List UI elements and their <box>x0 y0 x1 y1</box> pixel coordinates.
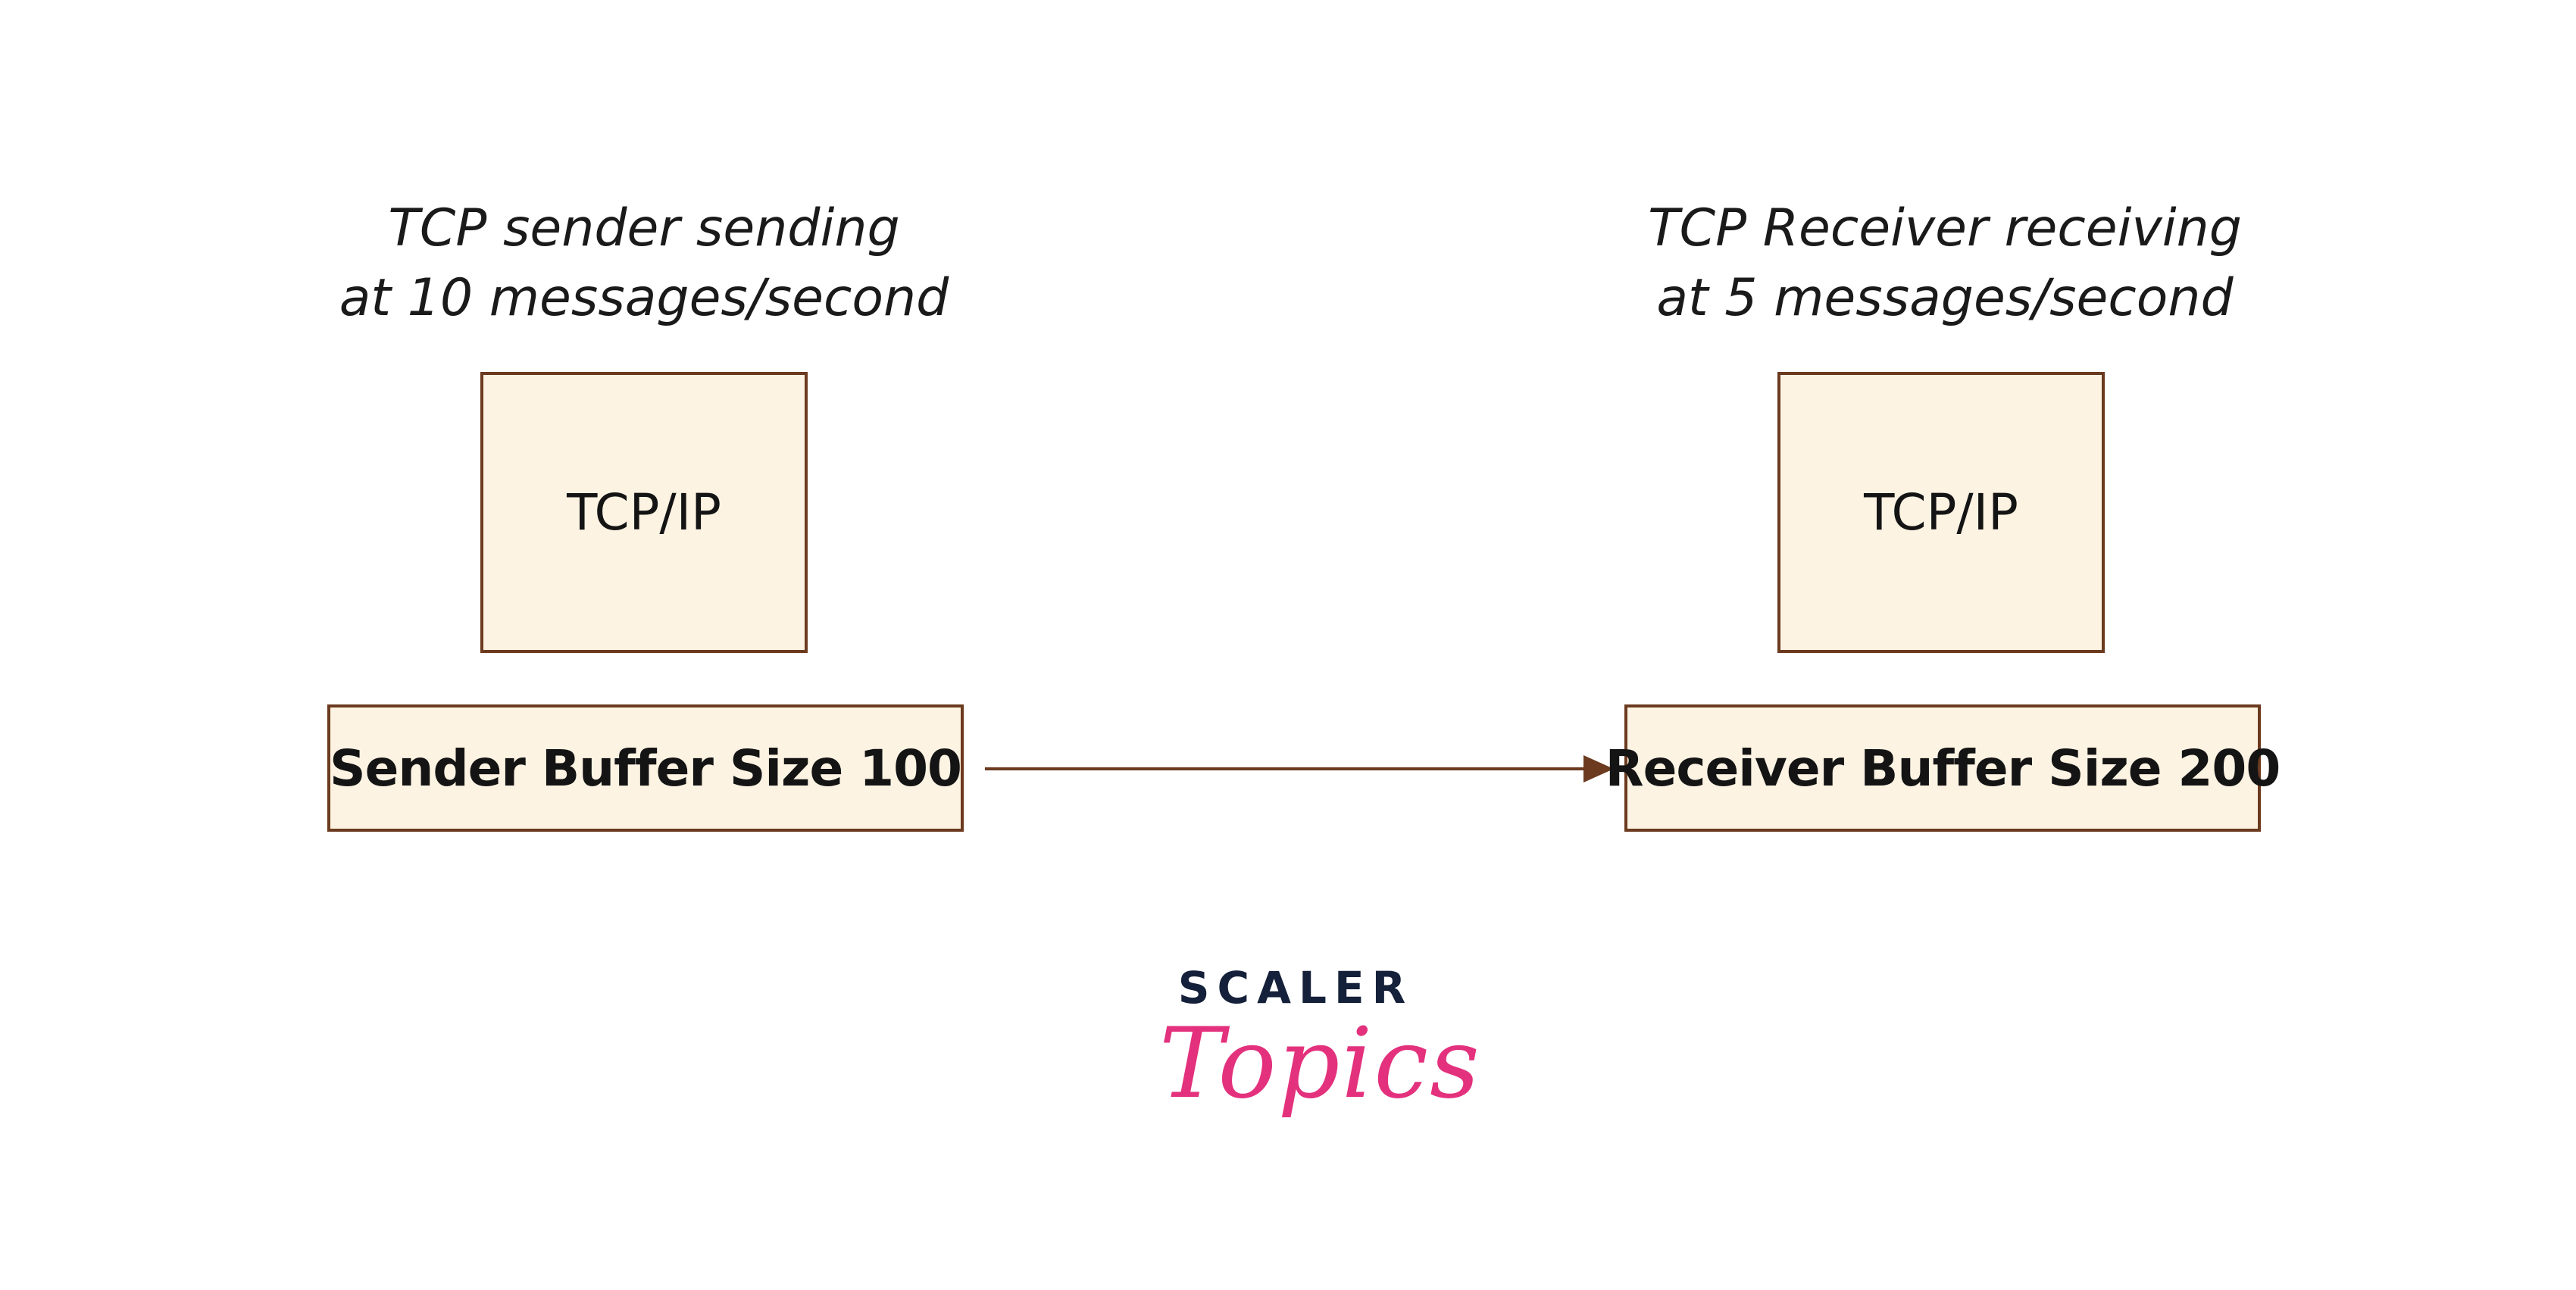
scaler-topics-logo: SCALER Topics <box>1159 962 1480 1159</box>
receiver-buffer-box: Receiver Buffer Size 200 <box>1605 704 2281 832</box>
receiver-tcpip-label: TCP/IP <box>1864 483 2018 542</box>
logo-scaler-text: SCALER <box>1177 962 1414 1014</box>
receiver-caption: TCP Receiver receiving at 5 messages/sec… <box>1566 194 2324 333</box>
receiver-caption-line1: TCP Receiver receiving <box>1648 198 2242 258</box>
data-flow-arrowhead <box>1583 755 1614 782</box>
sender-tcpip-box: TCP/IP <box>480 372 808 653</box>
sender-caption-line2: at 10 messages/second <box>339 268 949 328</box>
sender-tcpip-label: TCP/IP <box>567 483 721 542</box>
sender-buffer-box: Sender Buffer Size 100 <box>327 704 964 832</box>
receiver-tcpip-box: TCP/IP <box>1777 372 2105 653</box>
sender-caption: TCP sender sending at 10 messages/second <box>265 194 1023 333</box>
receiver-buffer-label: Receiver Buffer Size 200 <box>1605 739 2281 798</box>
logo-topics-text: Topics <box>1159 1007 1481 1120</box>
sender-caption-line1: TCP sender sending <box>388 198 900 258</box>
sender-buffer-label: Sender Buffer Size 100 <box>330 739 962 798</box>
receiver-caption-line2: at 5 messages/second <box>1656 268 2234 328</box>
data-flow-arrow <box>985 755 1614 782</box>
